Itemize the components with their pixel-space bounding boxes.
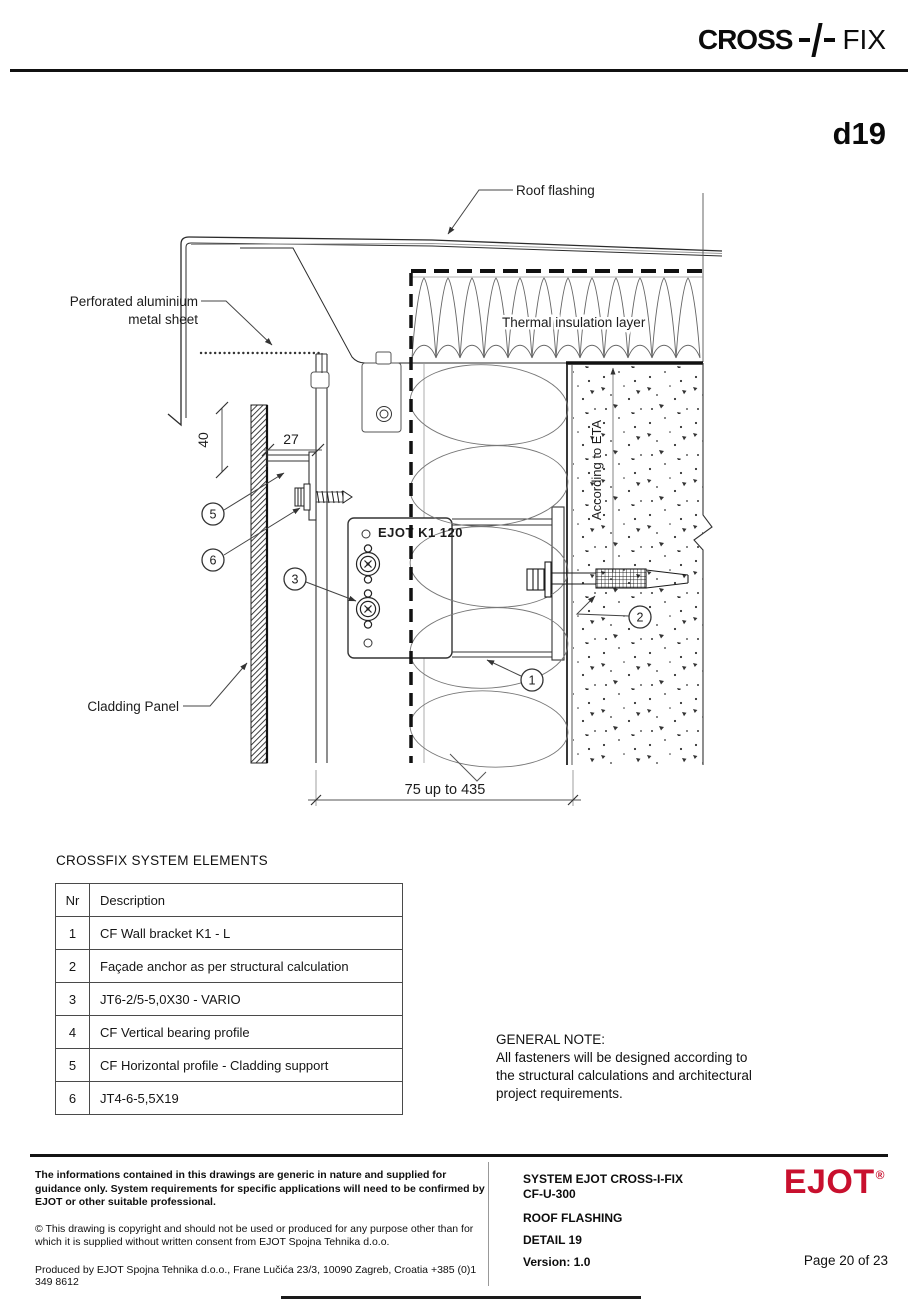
header-description: Description	[89, 883, 403, 917]
label-cladding-panel: Cladding Panel	[87, 699, 179, 714]
svg-text:2: 2	[637, 611, 644, 625]
table-row: 6 JT4-6-5,5X19	[55, 1081, 403, 1115]
footer-rule	[30, 1154, 888, 1157]
callout-6: 6	[201, 548, 225, 572]
wall-bracket-k1	[347, 506, 565, 661]
detail-number: DETAIL 19	[523, 1233, 582, 1247]
system-code: CF-U-300	[523, 1187, 576, 1201]
jt4-screw	[294, 483, 353, 511]
header-nr: Nr	[55, 883, 90, 917]
dimension-27: 27	[261, 431, 325, 457]
callout-balloons: 5 6 3 1 2	[201, 502, 652, 692]
crossfix-logo: CROSS FIX	[698, 22, 886, 58]
page-number: Page 20 of 23	[803, 1253, 888, 1268]
svg-text:1: 1	[529, 674, 536, 688]
system-name: SYSTEM EJOT CROSS-I-FIX	[523, 1172, 684, 1186]
callout-2: 2	[628, 605, 652, 629]
detail-code: d19	[832, 116, 886, 151]
table-header-row: Nr Description	[55, 883, 403, 917]
concrete-wall	[566, 361, 713, 765]
general-note-body: All fasteners will be designed according…	[496, 1050, 752, 1101]
dimension-bracket-range: 75 up to 435	[308, 753, 581, 806]
label-roof-flashing: Roof flashing	[516, 183, 595, 198]
table-row: 4 CF Vertical bearing profile	[55, 1015, 403, 1049]
label-perforated-1: Perforated aluminium	[70, 294, 198, 309]
cladding-panel-section	[250, 404, 269, 764]
table-row: 1 CF Wall bracket K1 - L	[55, 916, 403, 950]
header-rule	[10, 69, 908, 72]
perforated-sheet	[199, 351, 324, 373]
svg-text:40: 40	[195, 432, 211, 448]
elements-table: Nr Description 1 CF Wall bracket K1 - L …	[55, 883, 403, 1115]
crossfix-logo-cross-text: CROSS	[697, 24, 794, 55]
crossfix-logo-fix-text: FIX	[842, 24, 886, 55]
crossfix-cross-icon	[799, 22, 836, 58]
table-row: 3 JT6-2/5-5,0X30 - VARIO	[55, 982, 403, 1016]
produced-by-text: Produced by EJOT Spojna Tehnika d.o.o., …	[35, 1263, 477, 1288]
drawing-labels: Roof flashing Perforated aluminium metal…	[70, 183, 649, 714]
table-row: 2 Façade anchor as per structural calcul…	[55, 949, 403, 983]
svg-text:27: 27	[283, 431, 299, 447]
footer-divider	[488, 1162, 489, 1286]
system-elements-section: CROSSFIX SYSTEM ELEMENTS Nr Description …	[55, 853, 403, 1115]
label-perforated-2: metal sheet	[128, 312, 198, 327]
bottom-edge-line	[281, 1296, 641, 1299]
copyright-text: © This drawing is copyright and should n…	[35, 1222, 474, 1248]
general-note: GENERAL NOTE: All fasteners will be desi…	[496, 1031, 768, 1103]
callout-1: 1	[520, 668, 544, 692]
svg-text:3: 3	[292, 573, 299, 587]
svg-text:75 up to 435: 75 up to 435	[405, 782, 486, 798]
general-note-title: GENERAL NOTE:	[496, 1032, 606, 1047]
table-row: 5 CF Horizontal profile - Cladding suppo…	[55, 1048, 403, 1082]
registered-mark: ®	[875, 1167, 885, 1182]
upper-fixing-plate	[361, 351, 402, 433]
title-block: SYSTEM EJOT CROSS-I-FIX CF-U-300 ROOF FL…	[523, 1172, 683, 1270]
leader-lines	[183, 189, 630, 707]
bracket-marking-text: EJOT K1 120	[378, 525, 463, 540]
drawing-title: ROOF FLASHING	[523, 1211, 623, 1225]
callout-5: 5	[201, 502, 225, 526]
eta-dimension: According to ETA	[589, 367, 616, 572]
dimension-40: 40	[195, 401, 229, 479]
svg-text:5: 5	[210, 508, 217, 522]
vapour-barrier-dashed	[411, 269, 703, 278]
wall-bracket-details: EJOT K1 120	[355, 525, 463, 648]
table-title: CROSSFIX SYSTEM ELEMENTS	[56, 853, 268, 868]
label-according-to-eta: According to ETA	[589, 420, 604, 521]
svg-text:6: 6	[210, 554, 217, 568]
version-label: Version: 1.0	[523, 1255, 591, 1269]
callout-3: 3	[283, 567, 307, 591]
disclaimer-text: The informations contained in this drawi…	[35, 1169, 485, 1208]
footer-legal: The informations contained in this drawi…	[35, 1169, 485, 1288]
facade-anchor	[526, 561, 689, 598]
ejot-logo: EJOT®	[783, 1163, 885, 1201]
label-thermal-insulation: Thermal insulation layer	[502, 315, 646, 330]
detail-drawing: According to ETA	[70, 183, 723, 806]
